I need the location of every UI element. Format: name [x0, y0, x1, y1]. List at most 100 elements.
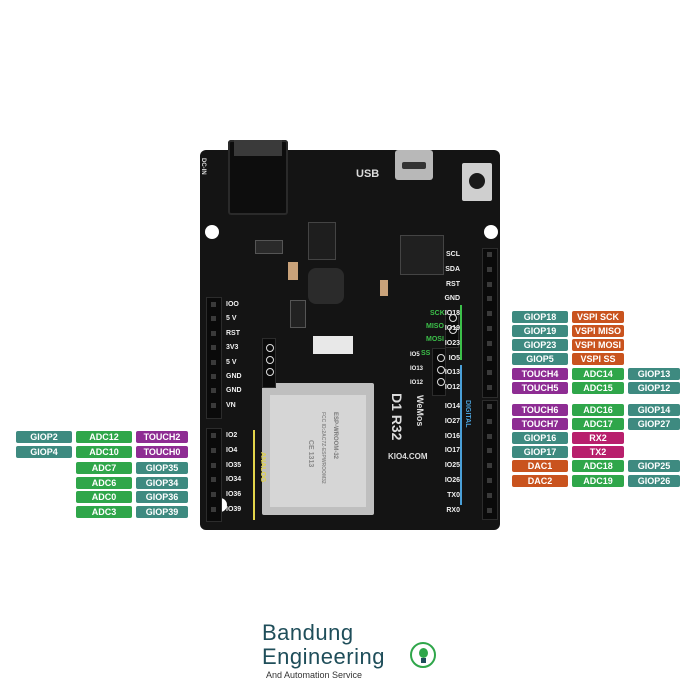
- side-pin-label: IO5: [410, 352, 420, 358]
- pin-label: SDA: [445, 265, 460, 273]
- pin-label: IO16: [444, 432, 460, 440]
- pin-socket: [211, 345, 216, 351]
- pin-label: RX0: [446, 506, 460, 514]
- pin-label: IO27: [444, 417, 460, 425]
- inductor: [308, 268, 344, 304]
- pin-label: 5 V: [226, 358, 237, 366]
- right-label: TOUCH4: [512, 368, 568, 380]
- right-label: GIOP13: [628, 368, 680, 380]
- mosi-label: MOSI: [426, 336, 444, 343]
- right-label: GIOP19: [512, 325, 568, 337]
- right-label: GIOP16: [512, 432, 568, 444]
- pin-label: IO25: [444, 462, 460, 470]
- pin-label: TX0: [447, 491, 460, 499]
- pad: [437, 354, 445, 362]
- pin-socket: [211, 507, 216, 512]
- right-label: ADC19: [572, 475, 624, 487]
- pin-socket: [487, 266, 492, 272]
- right-label: ADC16: [572, 404, 624, 416]
- left-label: GIOP34: [136, 477, 188, 489]
- pin-label: IO12: [444, 384, 460, 392]
- pin-socket: [487, 340, 492, 346]
- right-label: DAC1: [512, 460, 568, 472]
- transistor: [290, 300, 306, 328]
- right-label: ADC17: [572, 418, 624, 430]
- pin-socket: [211, 462, 216, 468]
- pin-label: IO17: [444, 447, 460, 455]
- right-label: DAC2: [512, 475, 568, 487]
- pin-socket: [487, 311, 492, 317]
- capacitor: [288, 262, 298, 280]
- right-label: GIOP26: [628, 475, 680, 487]
- power-header: [206, 297, 222, 419]
- mounting-hole: [484, 225, 498, 239]
- pin-socket: [487, 492, 492, 498]
- pin-label: 3V3: [226, 344, 239, 352]
- dc-jack-front: [234, 140, 282, 156]
- right-label: TX2: [572, 446, 624, 458]
- pin-socket: [211, 388, 216, 394]
- dc-label: DC-IN: [200, 158, 206, 175]
- right-label: VSPI MOSI: [572, 339, 624, 351]
- right-label: GIOP5: [512, 353, 568, 365]
- analog-header: [206, 428, 222, 522]
- right-label: GIOP17: [512, 446, 568, 458]
- pin-socket: [487, 418, 492, 424]
- right-label: ADC15: [572, 382, 624, 394]
- pin-label: SCL: [446, 251, 460, 258]
- miso-label: MISO: [426, 323, 444, 330]
- pad: [437, 366, 445, 374]
- chip-fcc: FCC ID:2AC7Z-ESPWROOM32: [320, 412, 326, 484]
- pin-socket: [487, 355, 492, 361]
- pin-socket: [487, 433, 492, 439]
- right-label: VSPI MISO: [572, 325, 624, 337]
- pin-label: GND: [226, 373, 242, 380]
- pin-label: IOO: [226, 301, 239, 308]
- pin-socket: [487, 385, 492, 391]
- brand-line-1: Bandung: [262, 620, 354, 645]
- spi-line: [460, 305, 462, 360]
- digital-label: DIGITAL: [464, 400, 471, 428]
- pin-label: IO13: [444, 369, 460, 377]
- pin-socket: [211, 492, 216, 498]
- bulb-glass: [419, 648, 428, 658]
- left-label: ADC10: [76, 446, 132, 458]
- right-label: TOUCH7: [512, 418, 568, 430]
- pin-socket: [211, 433, 216, 438]
- diode: [255, 240, 283, 254]
- mounting-hole: [205, 225, 219, 239]
- left-label: GIOP4: [16, 446, 72, 458]
- sck-label: SCK: [430, 310, 445, 317]
- pin-socket: [487, 404, 492, 409]
- pin-socket: [211, 316, 216, 322]
- left-label: ADC7: [76, 462, 132, 474]
- pad: [266, 368, 274, 376]
- pin-socket: [487, 296, 492, 302]
- pin-socket: [487, 478, 492, 483]
- model-label: D1 R32: [389, 393, 405, 441]
- chip-label: ESP-WROOM-32: [332, 412, 338, 460]
- usb-label: USB: [356, 168, 380, 180]
- right-label: GIOP12: [628, 382, 680, 394]
- pin-socket: [487, 326, 492, 331]
- left-label: ADC12: [76, 431, 132, 443]
- pin-socket: [211, 477, 216, 483]
- ss-label: SS: [421, 350, 431, 357]
- pin-label: IO23: [444, 339, 460, 347]
- pin-label: IO35: [226, 461, 242, 469]
- pin-socket: [487, 370, 492, 376]
- usb-port-inner: [402, 162, 426, 169]
- digital-line: [460, 365, 462, 505]
- pin-label: IO4: [226, 446, 238, 454]
- pin-socket: [487, 281, 492, 287]
- pin-socket: [211, 402, 216, 408]
- pin-socket: [211, 359, 216, 365]
- right-label: GIOP27: [628, 418, 680, 430]
- pad: [437, 378, 445, 386]
- pad: [266, 356, 274, 364]
- pin-socket: [487, 252, 492, 257]
- side-pin-label: IO12: [410, 380, 424, 386]
- pin-label: IO18: [444, 310, 460, 318]
- right-label: GIOP25: [628, 460, 680, 472]
